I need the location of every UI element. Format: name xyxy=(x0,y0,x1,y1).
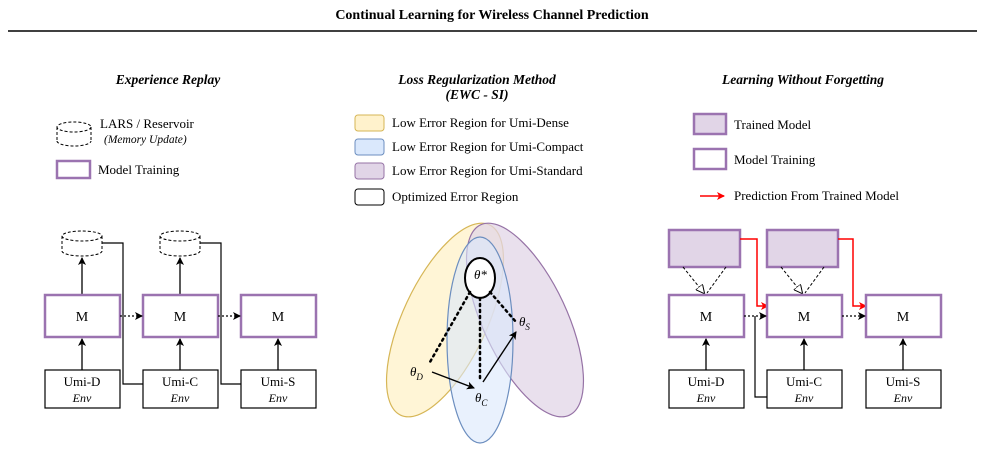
er-heading: Experience Replay xyxy=(115,72,222,87)
loss-regularization-panel: Loss Regularization Method (EWC - SI) Lo… xyxy=(354,72,585,444)
theta-d-label: θD xyxy=(410,364,423,382)
lwf-legend-trained: Trained Model xyxy=(734,117,812,132)
lwf-legend-training: Model Training xyxy=(734,152,816,167)
memory-cylinder-1 xyxy=(61,230,103,257)
lwf-env-c-link xyxy=(754,316,767,398)
legend-swatch-optimized xyxy=(354,188,385,206)
er-model-3-label: M xyxy=(272,310,285,325)
lwf-model-2 xyxy=(765,293,844,339)
er-model-1-label: M xyxy=(76,310,89,325)
arrow-theta-c-to-s xyxy=(482,331,517,383)
lwf-env-3-sub: Env xyxy=(893,391,913,405)
er-env-1-sub: Env xyxy=(72,391,92,405)
er-legend-training: Model Training xyxy=(98,162,180,177)
lwf-copy-1b xyxy=(706,266,727,294)
er-env-2-sub: Env xyxy=(170,391,190,405)
legend-standard-label: Low Error Region for Umi-Standard xyxy=(392,163,583,178)
figure-title: Continual Learning for Wireless Channel … xyxy=(335,8,649,23)
lwf-model-1-label: M xyxy=(700,310,713,325)
lwf-model-1 xyxy=(667,293,746,339)
er-legend-memory: LARS / Reservoir xyxy=(100,116,195,131)
theta-c-label: θC xyxy=(475,390,488,408)
lwf-env-3-name: Umi-S xyxy=(886,374,921,389)
lwf-model-2-label: M xyxy=(798,310,811,325)
lwf-red-arrow-2 xyxy=(838,238,867,310)
lwf-heading: Learning Without Forgetting xyxy=(721,72,884,87)
theta-s-label: θS xyxy=(519,314,530,332)
lwf-red-arrow-1 xyxy=(740,238,769,310)
lwf-model-3-label: M xyxy=(897,310,910,325)
lwf-env-1-name: Umi-D xyxy=(688,374,725,389)
er-model-2-label: M xyxy=(174,310,187,325)
lwf-env-umi-s xyxy=(865,369,942,409)
arrow-theta-d-to-c xyxy=(431,371,475,390)
lwf-env-2-sub: Env xyxy=(794,391,814,405)
er-model-3 xyxy=(239,293,318,339)
er-env-1-name: Umi-D xyxy=(64,374,101,389)
er-replay-line-2 xyxy=(200,242,241,385)
lwf-trained-model-2 xyxy=(765,228,840,269)
er-replay-line-1 xyxy=(102,242,143,385)
lwf-env-1-sub: Env xyxy=(696,391,716,405)
lwf-training-icon xyxy=(692,147,728,171)
er-env-umi-d xyxy=(44,369,121,409)
theta-star-label: θ* xyxy=(474,267,487,282)
legend-swatch-compact xyxy=(354,138,385,156)
path-theta-star-to-d xyxy=(428,290,472,364)
trained-model-icon xyxy=(692,112,728,136)
legend-compact-label: Low Error Region for Umi-Compact xyxy=(392,139,584,154)
lr-heading-line2: (EWC - SI) xyxy=(445,87,508,102)
er-env-3-sub: Env xyxy=(268,391,288,405)
er-env-2-name: Umi-C xyxy=(162,374,198,389)
memory-cylinder-icon xyxy=(56,121,92,147)
lwf-legend-prediction: Prediction From Trained Model xyxy=(734,188,899,203)
lwf-env-2-name: Umi-C xyxy=(786,374,822,389)
lwf-model-3 xyxy=(864,293,943,339)
lwf-copy-2b xyxy=(804,266,825,294)
er-model-2 xyxy=(141,293,220,339)
memory-cylinder-2 xyxy=(159,230,201,257)
legend-optimized-label: Optimized Error Region xyxy=(392,189,519,204)
model-training-icon xyxy=(55,159,92,180)
experience-replay-panel: Experience Replay LARS / Reservoir (Memo… xyxy=(43,72,318,409)
er-env-umi-c xyxy=(142,369,219,409)
lwf-panel: Learning Without Forgetting Trained Mode… xyxy=(667,72,943,409)
lr-heading-line1: Loss Regularization Method xyxy=(397,72,556,87)
legend-swatch-dense xyxy=(354,114,385,132)
er-legend-memory-sub: (Memory Update) xyxy=(104,134,187,146)
lwf-trained-model-1 xyxy=(667,228,742,269)
legend-swatch-standard xyxy=(354,162,385,180)
er-env-3-name: Umi-S xyxy=(261,374,296,389)
legend-dense-label: Low Error Region for Umi-Dense xyxy=(392,115,569,130)
path-theta-star-to-s xyxy=(488,290,518,324)
lwf-env-umi-c xyxy=(766,369,843,409)
lwf-copy-2a xyxy=(780,266,802,293)
lwf-copy-1a xyxy=(682,266,704,293)
